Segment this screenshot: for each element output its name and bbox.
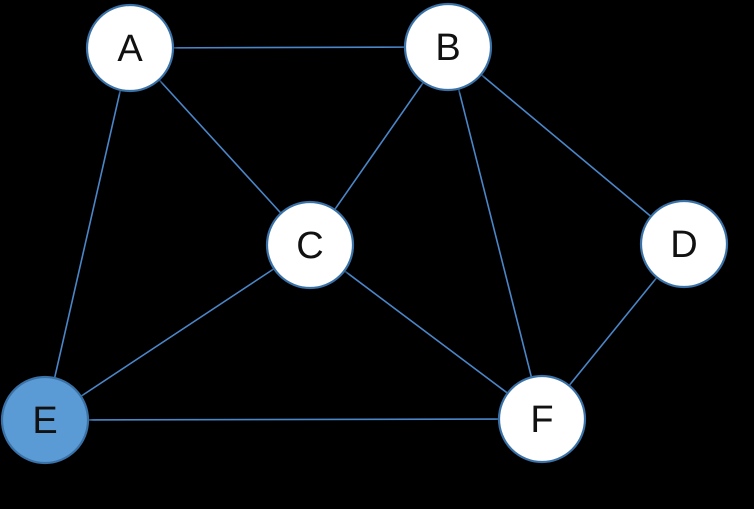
node-label-e: E xyxy=(32,400,57,442)
graph-node-b[interactable]: B xyxy=(403,2,493,92)
graph-edge-a-e[interactable] xyxy=(53,88,122,380)
node-circle-f[interactable] xyxy=(497,374,587,464)
graph-node-c[interactable]: C xyxy=(265,200,355,290)
graph-edge-b-f[interactable] xyxy=(457,87,533,379)
graph-edge-d-f[interactable] xyxy=(567,276,659,387)
graph-node-a[interactable]: A xyxy=(85,3,175,93)
edge-layer xyxy=(53,46,659,421)
graph-edge-b-d[interactable] xyxy=(479,73,653,218)
node-layer: A B C D E F xyxy=(0,2,729,465)
graph-edge-e-f[interactable] xyxy=(86,418,501,421)
graph-node-f[interactable]: F xyxy=(497,374,587,464)
graph-edge-a-c[interactable] xyxy=(157,78,283,215)
node-label-b: B xyxy=(435,27,460,69)
graph-edge-c-f[interactable] xyxy=(343,269,509,395)
node-circle-d[interactable] xyxy=(639,199,729,289)
graph-node-d[interactable]: D xyxy=(639,199,729,289)
node-label-c: C xyxy=(296,225,323,267)
node-label-f: F xyxy=(530,399,553,441)
node-label-d: D xyxy=(670,224,697,266)
node-circle-c[interactable] xyxy=(265,200,355,290)
node-circle-a[interactable] xyxy=(85,3,175,93)
node-circle-b[interactable] xyxy=(403,2,493,92)
graph-edge-c-e[interactable] xyxy=(79,267,276,398)
node-circle-e[interactable] xyxy=(0,375,90,465)
graph-node-e[interactable]: E xyxy=(0,375,90,465)
graph-edge-b-c[interactable] xyxy=(333,81,425,211)
graph-edge-a-b[interactable] xyxy=(171,46,407,49)
node-label-a: A xyxy=(117,28,143,70)
